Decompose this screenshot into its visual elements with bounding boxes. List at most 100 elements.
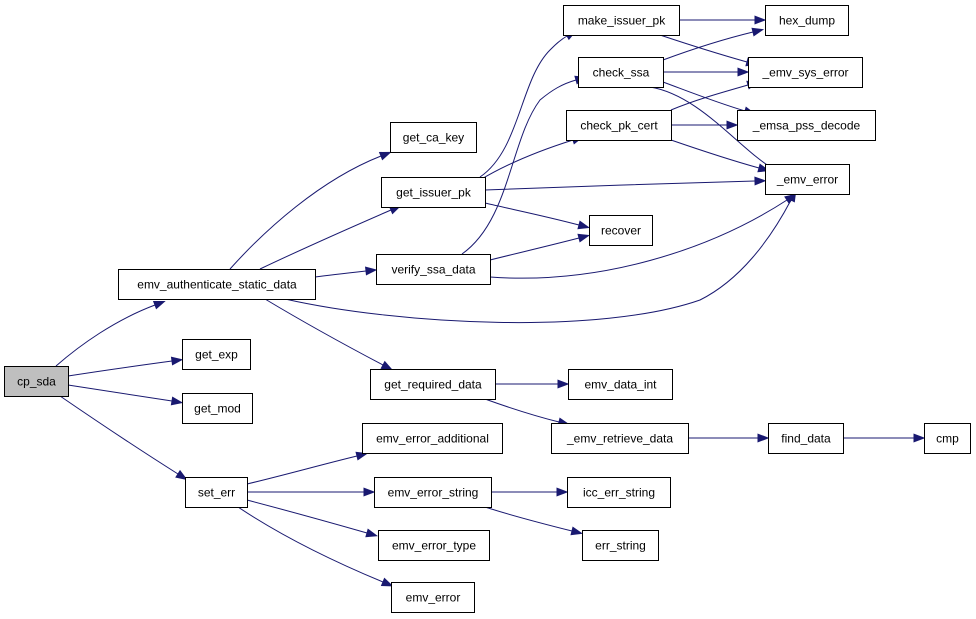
edge-get_issuer_pk-to-recover xyxy=(484,202,591,230)
edge-check_pk_cert-to-_emv_error xyxy=(670,139,770,173)
node-box[interactable] xyxy=(582,530,659,561)
node-box[interactable] xyxy=(378,530,490,561)
edge-emv_error_string-to-icc_err_string xyxy=(490,487,569,497)
node-label: emv_error_type xyxy=(392,539,476,553)
arrow-head-icon xyxy=(784,193,797,205)
node-cmp[interactable]: cmp xyxy=(924,423,971,454)
node-emv-error[interactable]: _emv_error xyxy=(765,164,850,195)
edge-line xyxy=(670,84,749,111)
node-verify-ssa-data[interactable]: verify_ssa_data xyxy=(376,254,491,285)
node-get-required-data[interactable]: get_required_data xyxy=(370,369,496,400)
node-box[interactable] xyxy=(370,369,496,400)
edge-set_err-to-emv_error_string xyxy=(246,487,376,497)
edge-find_data-to-cmp xyxy=(842,433,926,443)
node-box[interactable] xyxy=(391,582,475,613)
node-find-data[interactable]: find_data xyxy=(768,423,844,454)
node-emv-authenticate-static-data[interactable]: emv_authenticate_static_data xyxy=(118,269,316,300)
edge-emv_error_string-to-err_string xyxy=(484,506,584,536)
node-emv-error[interactable]: emv_error xyxy=(391,582,475,613)
node-emv-error-additional[interactable]: emv_error_additional xyxy=(362,423,503,454)
node-box[interactable] xyxy=(765,164,850,195)
node-hex-dump[interactable]: hex_dump xyxy=(765,5,849,36)
node-box[interactable] xyxy=(768,423,844,454)
node-box[interactable] xyxy=(118,269,316,300)
node-box[interactable] xyxy=(381,177,486,208)
edge-line xyxy=(484,180,756,191)
node-box[interactable] xyxy=(374,477,492,508)
node-emv-error-type[interactable]: emv_error_type xyxy=(378,530,490,561)
node-label: _emv_sys_error xyxy=(761,66,848,80)
edge-line xyxy=(246,455,358,485)
edge-line xyxy=(314,270,367,278)
node-box[interactable] xyxy=(737,110,876,141)
node-label: get_exp xyxy=(195,348,238,362)
nodes-layer: cp_sda emv_authenticate_static_data get_ex… xyxy=(4,5,971,613)
edge-check_pk_cert-to-_emv_sys_error xyxy=(670,80,759,111)
node-box[interactable] xyxy=(551,423,689,454)
edge-cp_sda-to-set_err xyxy=(59,395,188,481)
edge-line xyxy=(259,209,392,270)
node-err-string[interactable]: err_string xyxy=(582,530,659,561)
node-box[interactable] xyxy=(390,122,477,153)
arrow-head-icon xyxy=(757,433,770,443)
node-box[interactable] xyxy=(578,57,664,88)
node-make-issuer-pk[interactable]: make_issuer_pk xyxy=(563,5,680,36)
edge-line xyxy=(649,86,776,171)
node-emv-sys-error[interactable]: _emv_sys_error xyxy=(748,57,863,88)
node-box[interactable] xyxy=(4,366,69,397)
arrow-head-icon xyxy=(152,300,166,310)
node-box[interactable] xyxy=(182,339,251,370)
node-box[interactable] xyxy=(376,254,491,285)
node-label: get_ca_key xyxy=(403,131,464,145)
node-set-err[interactable]: set_err xyxy=(185,477,248,508)
node-box[interactable] xyxy=(568,369,673,400)
node-label: set_err xyxy=(198,486,235,500)
node-label: emv_error_additional xyxy=(376,432,489,446)
node-box[interactable] xyxy=(182,393,253,424)
edge-check_pk_cert-to-_emsa_pss_decode xyxy=(670,120,739,130)
edge-line xyxy=(662,31,754,61)
node-box[interactable] xyxy=(563,5,680,36)
edge-make_issuer_pk-to-_emv_sys_error xyxy=(659,34,758,67)
edge-make_issuer_pk-to-hex_dump xyxy=(679,15,767,25)
edge-get_required_data-to-emv_data_int xyxy=(494,379,570,389)
node-icc-err-string[interactable]: icc_err_string xyxy=(567,477,671,508)
arrow-head-icon xyxy=(556,487,569,497)
node-box[interactable] xyxy=(748,57,863,88)
edge-_emv_retrieve_data-to-find_data xyxy=(687,433,770,443)
node-emv-retrieve-data[interactable]: _emv_retrieve_data xyxy=(551,423,689,454)
edge-set_err-to-emv_error xyxy=(237,506,394,587)
node-box[interactable] xyxy=(589,215,653,246)
edge-emv_authenticate_static_data-to-_emv_error xyxy=(284,189,797,324)
node-check-pk-cert[interactable]: check_pk_cert xyxy=(566,110,672,141)
node-get-mod[interactable]: get_mod xyxy=(182,393,253,424)
node-get-exp[interactable]: get_exp xyxy=(182,339,251,370)
arrow-head-icon xyxy=(380,577,394,587)
node-emv-data-int[interactable]: emv_data_int xyxy=(568,369,673,400)
node-box[interactable] xyxy=(185,477,248,508)
edge-line xyxy=(59,395,179,475)
node-recover[interactable]: recover xyxy=(589,215,653,246)
edge-get_issuer_pk-to-check_pk_cert xyxy=(479,135,584,181)
node-box[interactable] xyxy=(566,110,672,141)
edge-line xyxy=(489,237,580,261)
node-box[interactable] xyxy=(924,423,971,454)
edge-line xyxy=(246,499,368,534)
node-box[interactable] xyxy=(362,423,503,454)
edge-emv_authenticate_static_data-to-verify_ssa_data xyxy=(314,266,378,278)
node-box[interactable] xyxy=(765,5,849,36)
arrow-head-icon xyxy=(754,15,767,25)
node-cp-sda[interactable]: cp_sda xyxy=(4,366,69,397)
node-check-ssa[interactable]: check_ssa xyxy=(578,57,664,88)
node-label: get_required_data xyxy=(384,378,482,392)
node-emsa-pss-decode[interactable]: _emsa_pss_decode xyxy=(737,110,876,141)
node-label: err_string xyxy=(595,539,646,553)
edge-set_err-to-emv_error_type xyxy=(246,499,378,538)
edge-line xyxy=(489,199,788,279)
node-get-issuer-pk[interactable]: get_issuer_pk xyxy=(381,177,486,208)
node-get-ca-key[interactable]: get_ca_key xyxy=(390,122,477,153)
node-label: check_ssa xyxy=(593,66,650,80)
node-box[interactable] xyxy=(567,477,671,508)
node-emv-error-string[interactable]: emv_error_string xyxy=(374,477,492,508)
edge-line xyxy=(264,298,384,366)
